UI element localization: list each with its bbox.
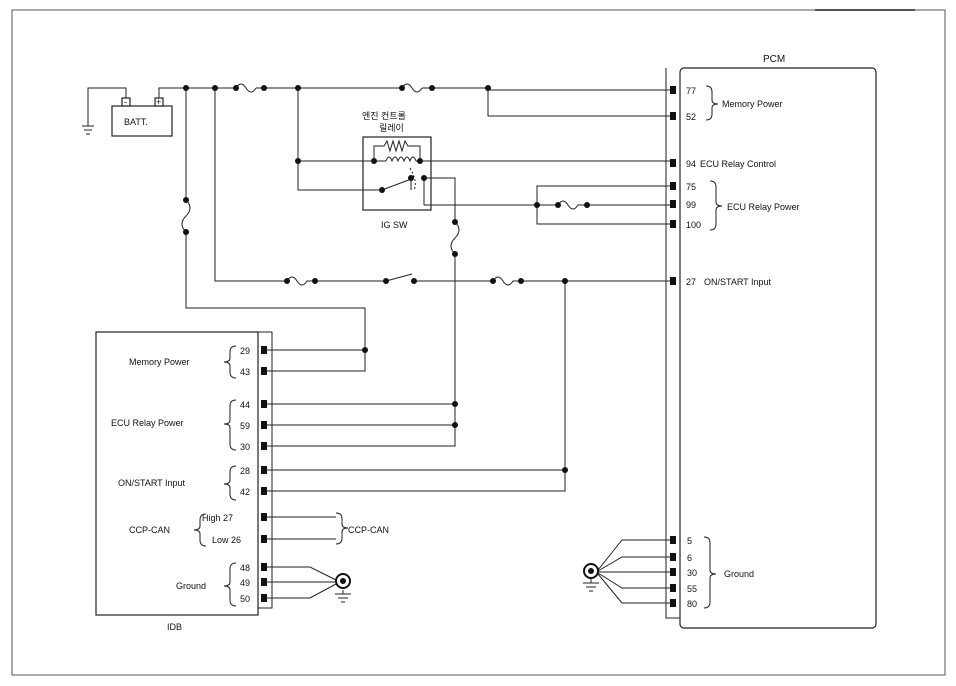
pcm-pin-75: 75	[686, 182, 696, 192]
idb-braces	[193, 345, 237, 607]
on-start-dots	[284, 278, 568, 473]
relay-dots	[295, 158, 590, 428]
idb-pin-29: 29	[240, 346, 250, 356]
ccp-can-lines	[267, 512, 349, 545]
idb-pin-28: 28	[240, 466, 250, 476]
pcm-pin-5: 5	[687, 536, 692, 546]
pcm-memory-power-label: Memory Power	[722, 99, 783, 109]
idb-module: IDB	[95, 331, 273, 632]
pcm-title: PCM	[763, 54, 785, 65]
pcm-ecu-relay-control-label: ECU Relay Control	[700, 159, 776, 169]
idb-memory-power-label: Memory Power	[129, 357, 190, 367]
pcm-pin-30: 30	[687, 568, 697, 578]
battery: - + BATT.	[82, 87, 186, 137]
pcm-pin-99: 99	[686, 200, 696, 210]
idb-pin-high27: High 27	[202, 513, 233, 523]
pcm-pin-27: 27	[686, 277, 696, 287]
idb-pin-49: 49	[240, 578, 250, 588]
ig-sw-label: IG SW	[381, 220, 408, 230]
pcm-pin-94: 94	[686, 159, 696, 169]
pcm-pin-100: 100	[686, 220, 701, 230]
engine-control-relay: 엔진 컨트롤 릴레이 IG SW	[362, 111, 432, 230]
idb-ground	[267, 566, 351, 603]
idb-pin-43: 43	[240, 367, 250, 377]
pcm-ground-label: Ground	[724, 569, 754, 579]
idb-pin-44: 44	[240, 400, 250, 410]
memory-power-branch	[181, 88, 366, 372]
relay-title-line1: 엔진 컨트롤	[362, 111, 406, 121]
pcm-module: PCM	[665, 54, 877, 629]
pcm-pins	[670, 86, 676, 607]
idb-ground-label: Ground	[176, 581, 206, 591]
ccp-can-label: CCP-CAN	[348, 525, 389, 535]
pcm-ground	[583, 539, 670, 604]
idb-pin-42: 42	[240, 487, 250, 497]
pcm-braces	[703, 85, 723, 609]
battery-label: BATT.	[124, 117, 148, 127]
fuse-2	[401, 83, 423, 93]
relay-title-line2: 릴레이	[379, 123, 404, 133]
idb-pin-50: 50	[240, 594, 250, 604]
pcm-pin-6: 6	[687, 553, 692, 563]
pcm-pin-80: 80	[687, 599, 697, 609]
battery-neg-symbol: -	[124, 97, 127, 107]
fuse-1	[235, 83, 257, 93]
pcm-pin-77: 77	[686, 86, 696, 96]
idb-on-start-label: ON/START Input	[118, 478, 186, 488]
idb-ecu-relay-power-label: ECU Relay Power	[111, 418, 184, 428]
idb-pins	[261, 346, 267, 602]
idb-pin-59: 59	[240, 421, 250, 431]
idb-title: IDB	[167, 622, 182, 632]
pcm-pin-55: 55	[687, 584, 697, 594]
idb-pin-low26: Low 26	[212, 535, 241, 545]
idb-pin-48: 48	[240, 563, 250, 573]
idb-pin-30: 30	[240, 442, 250, 452]
battery-pos-symbol: +	[156, 97, 161, 107]
pcm-ecu-relay-power-label: ECU Relay Power	[727, 202, 800, 212]
idb-ccp-can-label: CCP-CAN	[129, 525, 170, 535]
pcm-pin-52: 52	[686, 112, 696, 122]
pcm-on-start-label: ON/START Input	[704, 277, 772, 287]
